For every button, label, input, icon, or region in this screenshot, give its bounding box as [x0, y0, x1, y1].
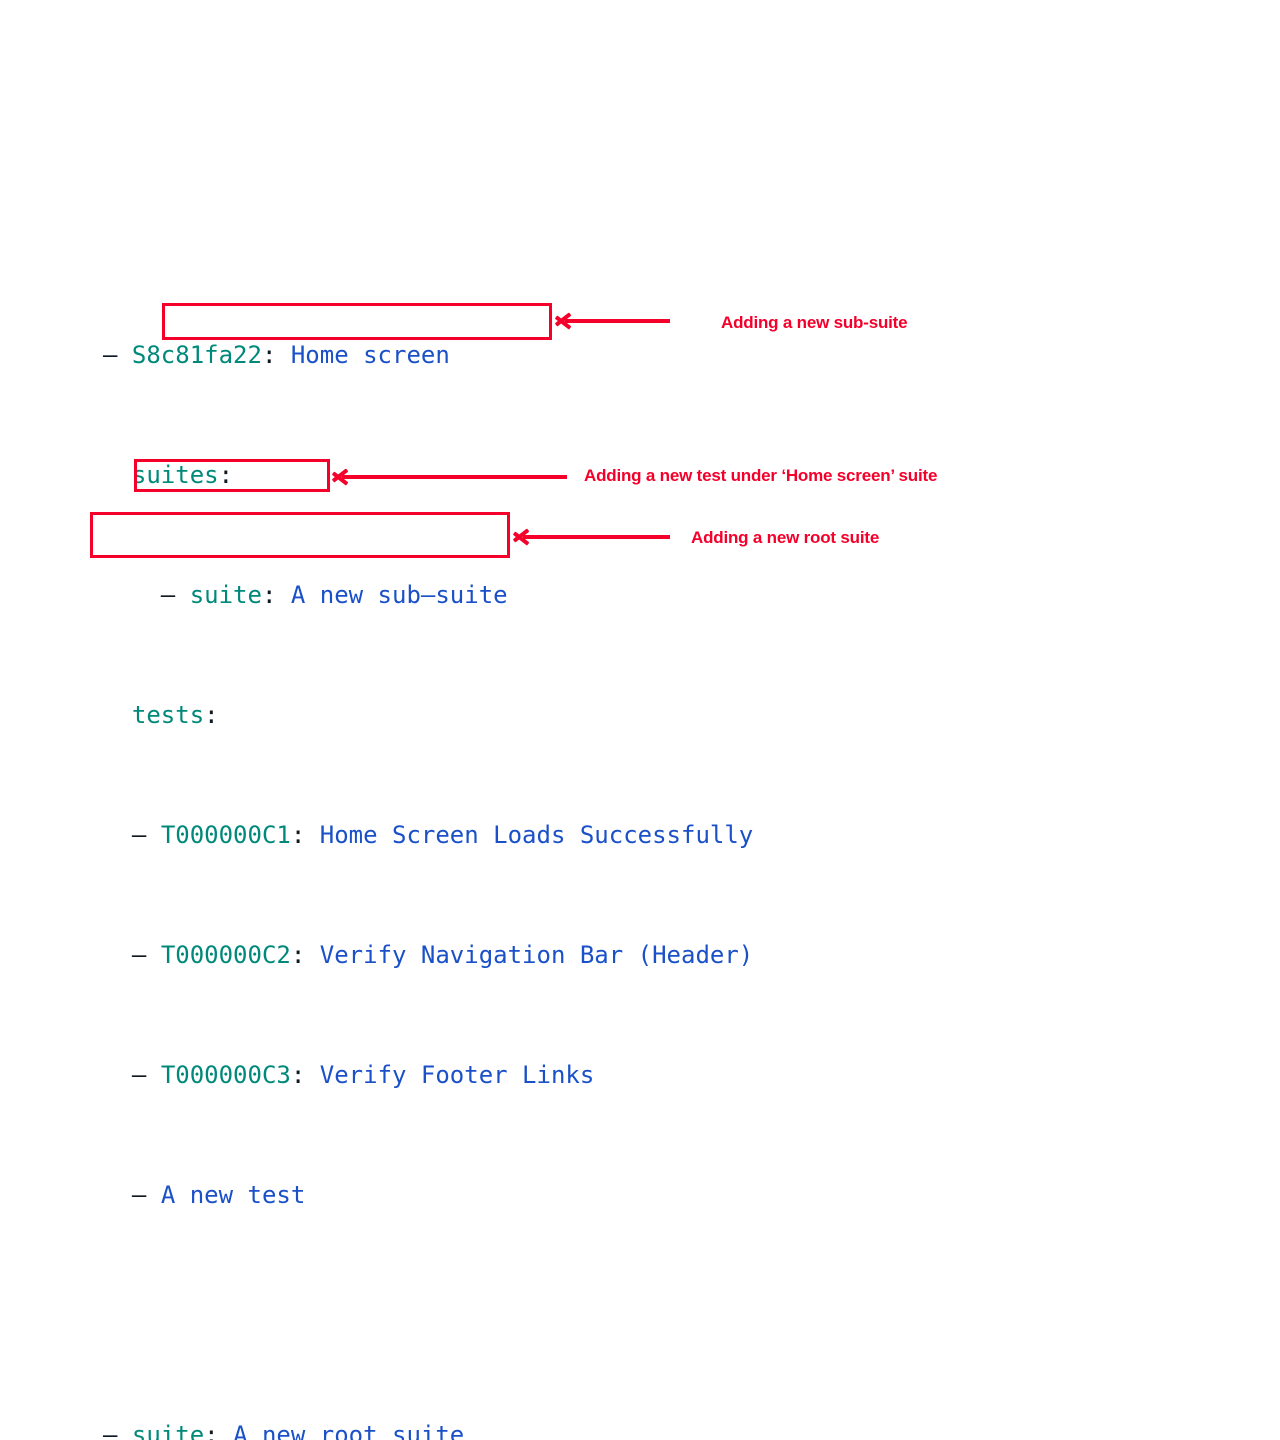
tree-row-new-root-suite[interactable]: – suite: A new root suite — [103, 1420, 753, 1440]
colon-separator: : — [204, 701, 219, 729]
tree-row-test[interactable]: – T000000C3: Verify Footer Links — [103, 1060, 753, 1090]
colon-separator: : — [290, 941, 306, 969]
annotation-label-root-suite: Adding a new root suite — [691, 528, 880, 547]
tree-row-tests-label: tests: — [103, 700, 753, 730]
tree-row-test[interactable]: – T000000C1: Home Screen Loads Successfu… — [103, 820, 753, 850]
colon-separator: : — [261, 581, 277, 609]
tree-blank-row — [103, 1300, 753, 1330]
colon-separator: : — [204, 1421, 219, 1440]
colon-separator: : — [290, 821, 306, 849]
tree-row-new-sub-suite[interactable]: – suite: A new sub–suite — [103, 580, 753, 610]
tree-row-new-test[interactable]: – A new test — [103, 1180, 753, 1210]
bullet-dash-icon: – — [131, 1181, 147, 1209]
bullet-dash-icon: – — [131, 1061, 147, 1089]
new-root-suite-value: A new root suite — [233, 1421, 465, 1440]
sub-suite-value: A new sub–suite — [290, 581, 508, 609]
bullet-dash-icon: – — [103, 1421, 118, 1440]
test-title: Verify Footer Links — [319, 1061, 595, 1089]
test-id: T000000C3 — [160, 1061, 291, 1089]
bullet-dash-icon: – — [103, 341, 118, 369]
test-suite-tree: – S8c81fa22: Home screen suites: – suite… — [103, 250, 753, 1440]
tree-row-suites-label: suites: — [103, 460, 753, 490]
new-test-title: A new test — [160, 1181, 306, 1209]
root-suite-id: S8c81fa22 — [131, 341, 262, 369]
new-root-suite-key: suite — [131, 1421, 205, 1440]
tests-label: tests — [131, 701, 205, 729]
colon-separator: : — [261, 341, 277, 369]
suites-label: suites — [131, 461, 219, 489]
tree-row-root-suite[interactable]: – S8c81fa22: Home screen — [103, 340, 753, 370]
root-suite-title: Home screen — [290, 341, 450, 369]
colon-separator: : — [290, 1061, 306, 1089]
sub-suite-key: suite — [189, 581, 262, 609]
bullet-dash-icon: – — [131, 941, 147, 969]
annotation-label-new-test: Adding a new test under ‘Home screen’ su… — [584, 466, 938, 485]
test-title: Verify Navigation Bar (Header) — [319, 941, 754, 969]
bullet-dash-icon: – — [160, 581, 176, 609]
test-title: Home Screen Loads Successfully — [319, 821, 754, 849]
annotation-label-sub-suite: Adding a new sub-suite — [721, 313, 908, 332]
test-id: T000000C1 — [160, 821, 291, 849]
test-id: T000000C2 — [160, 941, 291, 969]
bullet-dash-icon: – — [131, 821, 147, 849]
tree-row-test[interactable]: – T000000C2: Verify Navigation Bar (Head… — [103, 940, 753, 970]
colon-separator: : — [218, 461, 234, 489]
